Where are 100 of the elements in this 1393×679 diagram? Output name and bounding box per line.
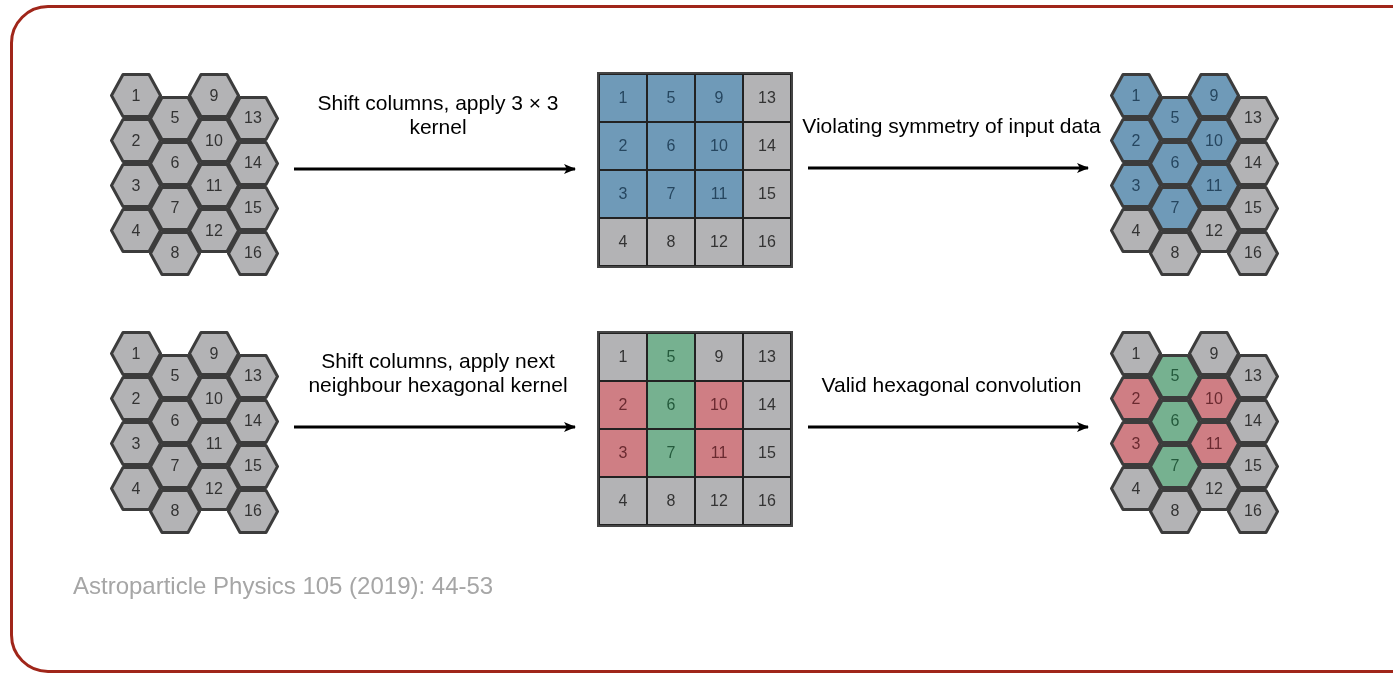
grid-cell: 13 — [743, 74, 791, 122]
hexagon-cell: 2 — [1110, 118, 1162, 163]
hexagon-cell: 16 — [227, 488, 279, 534]
hexagon-cell: 3 — [1110, 421, 1162, 466]
hexagon-cell: 13 — [1227, 353, 1279, 399]
grid-cell: 11 — [695, 170, 743, 218]
hexagon-cell: 14 — [1227, 140, 1279, 186]
hexagon-cell: 8 — [1149, 488, 1201, 534]
hexagon-cell: 7 — [149, 443, 201, 489]
hexagon-cell: 10 — [188, 376, 240, 421]
hexagon-cell: 14 — [227, 398, 279, 444]
hexagon-cell: 13 — [227, 95, 279, 141]
hexagon-cell: 10 — [1188, 376, 1240, 421]
hexagon-cell: 11 — [1188, 163, 1240, 208]
grid-cell: 2 — [599, 122, 647, 170]
hexagon-cell: 6 — [149, 140, 201, 186]
grid-cell: 6 — [647, 381, 695, 429]
grid-cell: 4 — [599, 218, 647, 266]
hexagon-cell: 6 — [1149, 140, 1201, 186]
hexagon-cell: 11 — [188, 163, 240, 208]
hexagon-cell: 8 — [149, 488, 201, 534]
grid-cell: 7 — [647, 429, 695, 477]
grid-cell: 16 — [743, 477, 791, 525]
hexagon-cell: 16 — [227, 230, 279, 276]
arrow — [294, 164, 576, 174]
hexagon-cell: 7 — [1149, 443, 1201, 489]
hexagon-cell: 13 — [1227, 95, 1279, 141]
grid-cell: 5 — [647, 74, 695, 122]
hexagon-cell: 1 — [1110, 73, 1162, 118]
grid-cell: 14 — [743, 122, 791, 170]
grid-cell: 3 — [599, 429, 647, 477]
hexagon-cell: 8 — [1149, 230, 1201, 276]
square-grid — [597, 72, 793, 268]
hexagon-cell: 3 — [110, 421, 162, 466]
arrow — [808, 422, 1089, 432]
hexagon-cell: 2 — [110, 118, 162, 163]
hexagon-cell: 4 — [110, 208, 162, 253]
hexagon-cell: 5 — [149, 95, 201, 141]
grid-cell: 16 — [743, 218, 791, 266]
arrow — [808, 163, 1089, 173]
hexagon-cell: 2 — [1110, 376, 1162, 421]
hexagon-cell: 16 — [1227, 230, 1279, 276]
grid-cell: 9 — [695, 74, 743, 122]
hexagon-cell: 9 — [188, 73, 240, 118]
hexagon-cell: 10 — [1188, 118, 1240, 163]
hexagon-cell: 16 — [1227, 488, 1279, 534]
grid-cell: 3 — [599, 170, 647, 218]
grid-cell: 14 — [743, 381, 791, 429]
hexagon-cell: 14 — [227, 140, 279, 186]
hexagon-cell: 1 — [110, 331, 162, 376]
hexagon-cell: 8 — [149, 230, 201, 276]
hexagon-cell: 12 — [188, 466, 240, 511]
hexagon-cell: 2 — [110, 376, 162, 421]
hexagon-cell: 15 — [1227, 443, 1279, 489]
hexagon-cell: 4 — [1110, 466, 1162, 511]
hexagon-cell: 10 — [188, 118, 240, 163]
hexagon-cell: 1 — [110, 73, 162, 118]
hexagon-cell: 4 — [110, 466, 162, 511]
grid-cell: 4 — [599, 477, 647, 525]
hexagon-cell: 5 — [1149, 95, 1201, 141]
grid-cell: 2 — [599, 381, 647, 429]
grid-cell: 7 — [647, 170, 695, 218]
hexagon-cell: 5 — [149, 353, 201, 399]
grid-cell: 1 — [599, 74, 647, 122]
citation-text: Astroparticle Physics 105 (2019): 44-53 — [73, 571, 494, 601]
hexagon-cell: 3 — [110, 163, 162, 208]
grid-cell: 12 — [695, 477, 743, 525]
grid-cell: 5 — [647, 333, 695, 381]
grid-cell: 9 — [695, 333, 743, 381]
hexagon-cell: 6 — [1149, 398, 1201, 444]
grid-cell: 8 — [647, 218, 695, 266]
grid-cell: 10 — [695, 122, 743, 170]
square-grid — [597, 331, 793, 527]
hexagon-cell: 12 — [188, 208, 240, 253]
hexagon-cell: 15 — [227, 185, 279, 231]
hexagon-cell: 14 — [1227, 398, 1279, 444]
hexagon-cell: 4 — [1110, 208, 1162, 253]
grid-cell: 6 — [647, 122, 695, 170]
hexagon-cell: 9 — [188, 331, 240, 376]
hexagon-cell: 5 — [1149, 353, 1201, 399]
hexagon-cell: 9 — [1188, 73, 1240, 118]
hexagon-cell: 6 — [149, 398, 201, 444]
hexagon-cell: 11 — [188, 421, 240, 466]
hexagon-cell: 12 — [1188, 466, 1240, 511]
grid-cell: 13 — [743, 333, 791, 381]
grid-cell: 12 — [695, 218, 743, 266]
grid-cell: 10 — [695, 381, 743, 429]
arrow — [294, 422, 576, 432]
hexagon-cell: 3 — [1110, 163, 1162, 208]
hexagon-cell: 12 — [1188, 208, 1240, 253]
hexagon-cell: 9 — [1188, 331, 1240, 376]
hexagon-cell: 13 — [227, 353, 279, 399]
hexagon-cell: 15 — [1227, 185, 1279, 231]
hexagon-cell: 7 — [1149, 185, 1201, 231]
grid-cell: 8 — [647, 477, 695, 525]
hexagon-cell: 7 — [149, 185, 201, 231]
hexagon-cell: 1 — [1110, 331, 1162, 376]
hexagon-cell: 11 — [1188, 421, 1240, 466]
grid-cell: 1 — [599, 333, 647, 381]
grid-cell: 15 — [743, 170, 791, 218]
